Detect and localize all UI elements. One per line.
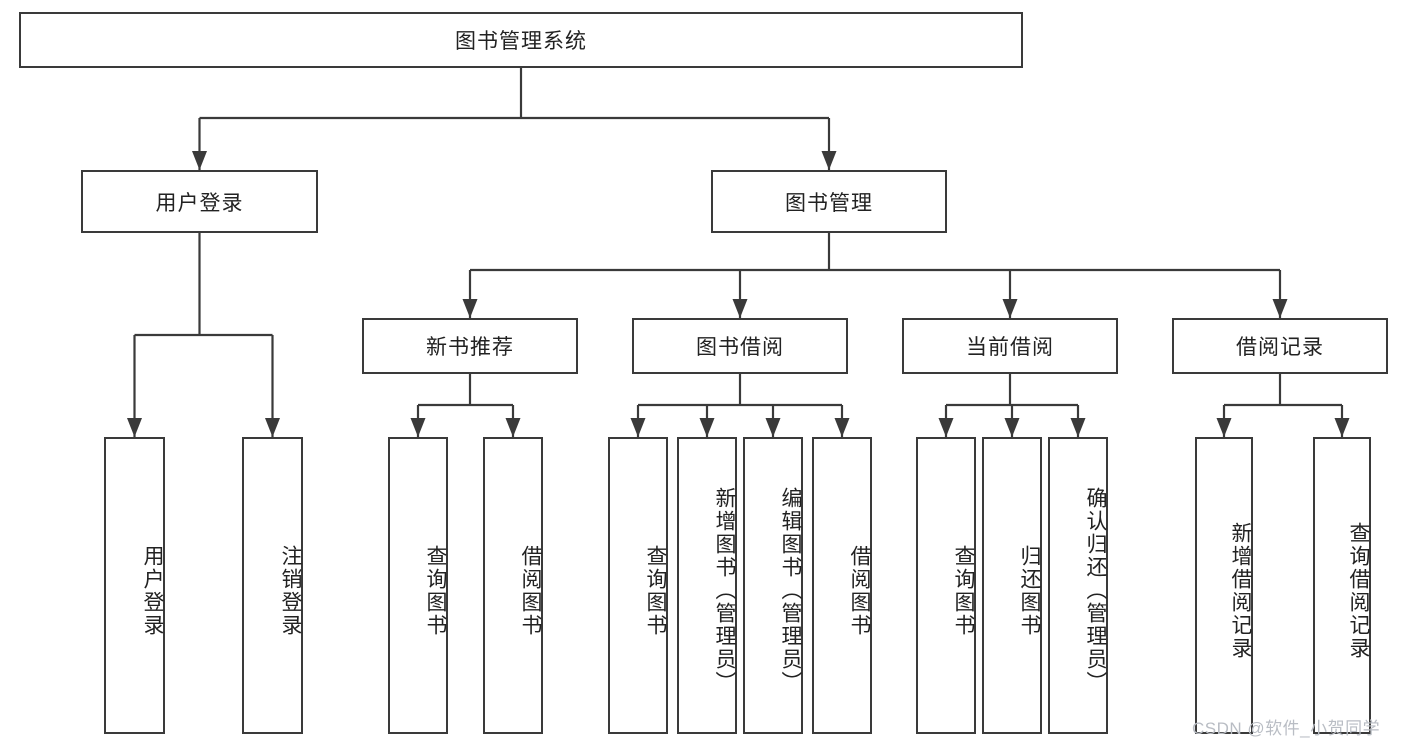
node-new-book-rec[interactable]: 新书推荐: [362, 318, 578, 374]
node-label: 查询图书: [952, 544, 975, 637]
node-label: 新增图书（管理员）: [713, 487, 736, 694]
node-leaf-edit-book[interactable]: 编辑图书（管理员）: [743, 437, 803, 734]
node-label: 编辑图书（管理员）: [779, 487, 802, 694]
arrowhead-2-1: [265, 418, 280, 437]
arrowhead-1-3: [1272, 299, 1288, 318]
watermark-label: CSDN @软件_小贺同学: [1192, 719, 1381, 738]
node-leaf-add-book[interactable]: 新增图书（管理员）: [677, 437, 737, 734]
node-label: 当前借阅: [966, 336, 1054, 359]
node-leaf-query-3[interactable]: 查询图书: [916, 437, 976, 734]
node-leaf-query-1[interactable]: 查询图书: [388, 437, 448, 734]
node-leaf-borrow-2[interactable]: 借阅图书: [812, 437, 872, 734]
node-leaf-user-login[interactable]: 用户登录: [104, 437, 165, 734]
arrowhead-0-1: [821, 151, 837, 170]
node-label: 新书推荐: [426, 336, 514, 359]
node-leaf-borrow-1[interactable]: 借阅图书: [483, 437, 543, 734]
node-label: 查询借阅记录: [1347, 521, 1370, 660]
arrowhead-4-1: [699, 418, 715, 437]
arrowhead-3-1: [505, 418, 521, 437]
node-leaf-query-rec[interactable]: 查询借阅记录: [1313, 437, 1371, 734]
node-label: 图书借阅: [696, 336, 784, 359]
node-leaf-add-rec[interactable]: 新增借阅记录: [1195, 437, 1253, 734]
node-root[interactable]: 图书管理系统: [19, 12, 1023, 68]
arrowhead-1-2: [1002, 299, 1018, 318]
node-label: 注销登录: [279, 544, 302, 637]
node-label: 确认归还（管理员）: [1084, 487, 1107, 694]
node-label: 查询图书: [424, 544, 447, 637]
node-label: 图书管理系统: [455, 30, 587, 53]
node-label: 借阅记录: [1236, 336, 1324, 359]
arrowhead-6-0: [1216, 418, 1232, 437]
arrowhead-3-0: [410, 418, 426, 437]
node-current-borrow[interactable]: 当前借阅: [902, 318, 1118, 374]
node-label: 新增借阅记录: [1229, 521, 1252, 660]
node-leaf-return[interactable]: 归还图书: [982, 437, 1042, 734]
node-label: 用户登录: [155, 191, 244, 215]
node-label: 借阅图书: [848, 544, 871, 637]
arrowhead-1-0: [462, 299, 478, 318]
node-leaf-confirm[interactable]: 确认归还（管理员）: [1048, 437, 1108, 734]
arrowhead-4-0: [630, 418, 646, 437]
node-label: 用户登录: [141, 544, 164, 637]
arrowhead-4-3: [834, 418, 850, 437]
node-label: 借阅图书: [519, 544, 542, 637]
node-label: 图书管理: [785, 191, 873, 215]
node-label: 查询图书: [644, 544, 667, 637]
node-label: 归还图书: [1018, 544, 1041, 637]
arrowhead-1-1: [732, 299, 748, 318]
node-book-borrow[interactable]: 图书借阅: [632, 318, 848, 374]
arrowhead-2-0: [127, 418, 142, 437]
arrowhead-5-2: [1070, 418, 1086, 437]
node-leaf-logout[interactable]: 注销登录: [242, 437, 303, 734]
arrowhead-5-0: [938, 418, 954, 437]
arrowhead-6-1: [1334, 418, 1350, 437]
arrowhead-4-2: [765, 418, 781, 437]
arrowhead-0-0: [192, 151, 207, 170]
node-book-manage[interactable]: 图书管理: [711, 170, 947, 233]
arrowhead-5-1: [1004, 418, 1020, 437]
node-user-login[interactable]: 用户登录: [81, 170, 318, 233]
node-borrow-record[interactable]: 借阅记录: [1172, 318, 1388, 374]
node-leaf-query-2[interactable]: 查询图书: [608, 437, 668, 734]
